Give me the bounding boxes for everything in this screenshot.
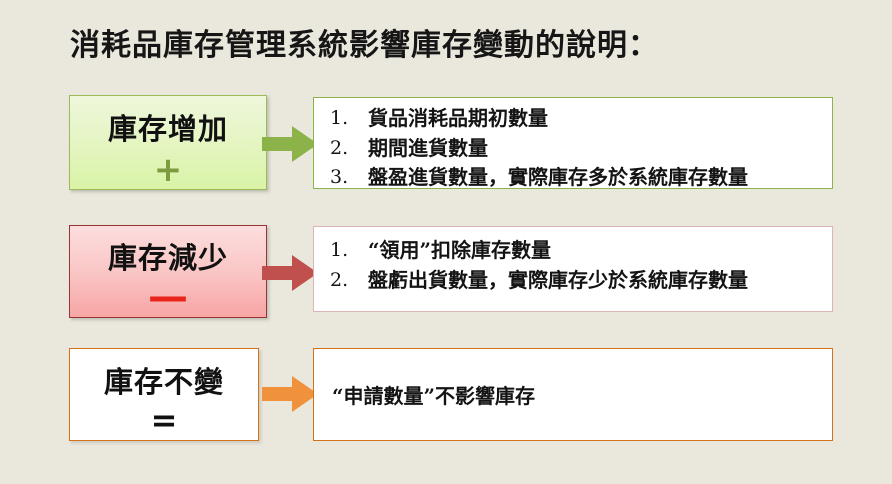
content-box-unchanged: “申請數量”不影響庫存 xyxy=(313,348,833,441)
label-box-increase: 庫存增加 + xyxy=(69,95,267,190)
equals-sign: = xyxy=(150,401,178,439)
label-text-decrease: 庫存減少 xyxy=(107,241,228,275)
unchanged-text: “申請數量”不影響庫存 xyxy=(332,384,536,408)
list-item: “領用”扣除庫存數量 xyxy=(330,238,552,262)
red-right-arrow xyxy=(262,253,318,293)
list-item: 盤虧出貨數量，實際庫存少於系統庫存數量 xyxy=(330,267,748,292)
list-item: 貨品消耗品期初數量 xyxy=(330,106,548,130)
content-box-increase: 貨品消耗品期初數量 期間進貨數量 盤盈進貨數量，實際庫存多於系統庫存數量 xyxy=(313,97,833,189)
label-text-increase: 庫存增加 xyxy=(107,112,228,146)
plus-sign: + xyxy=(153,150,183,190)
label-box-unchanged: 庫存不變 = xyxy=(69,348,259,441)
list-item: 盤盈進貨數量，實際庫存多於系統庫存數量 xyxy=(330,165,748,190)
label-text-unchanged: 庫存不變 xyxy=(103,365,224,399)
page-title: 消耗品庫存管理系統影響庫存變動的說明： xyxy=(70,28,659,63)
decrease-list: “領用”扣除庫存數量 盤虧出貨數量，實際庫存少於系統庫存數量 xyxy=(328,238,822,293)
label-box-decrease: 庫存減少 — xyxy=(69,225,267,318)
content-box-decrease: “領用”扣除庫存數量 盤虧出貨數量，實際庫存少於系統庫存數量 xyxy=(313,226,833,312)
minus-sign: — xyxy=(148,274,188,320)
orange-right-arrow xyxy=(262,374,318,414)
green-right-arrow xyxy=(262,124,318,164)
increase-list: 貨品消耗品期初數量 期間進貨數量 盤盈進貨數量，實際庫存多於系統庫存數量 xyxy=(328,106,822,191)
list-item: 期間進貨數量 xyxy=(330,135,488,160)
